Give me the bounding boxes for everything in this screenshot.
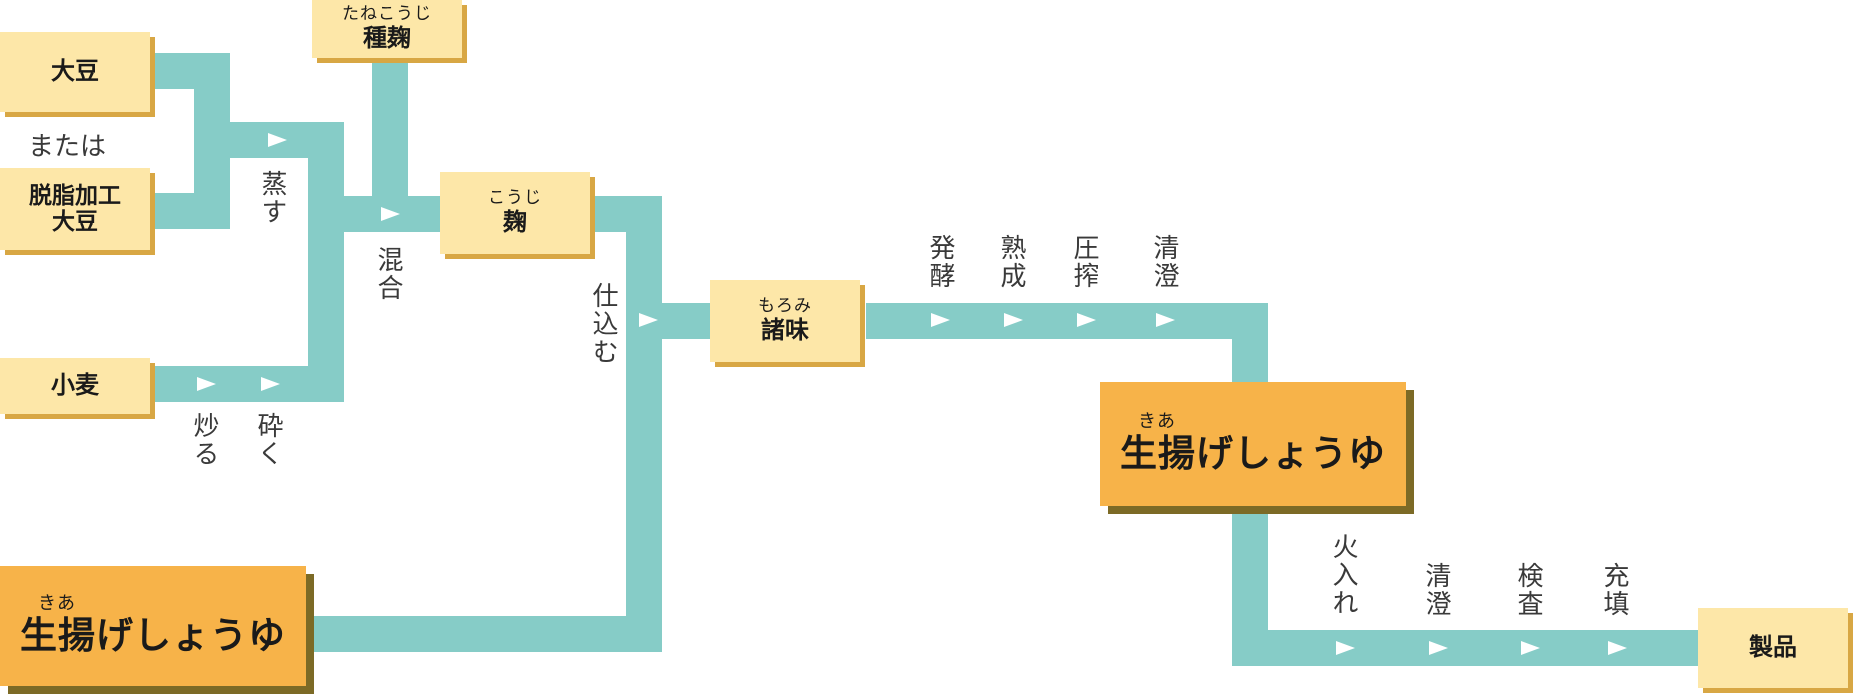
step-fill: 充填 — [1599, 562, 1629, 618]
seed-koji-label: 種麹 — [363, 23, 411, 52]
step-clarify-2: 清澄 — [1421, 562, 1451, 618]
pipe — [1232, 630, 1700, 666]
flow-arrow — [1521, 641, 1540, 655]
step-steam: 蒸す — [257, 170, 287, 226]
flow-arrow — [639, 313, 658, 327]
wheat-label: 小麦 — [51, 371, 99, 400]
step-mix: 混合 — [373, 246, 403, 302]
pipe — [310, 616, 662, 652]
flow-arrow — [1156, 313, 1175, 327]
product-box: 製品 — [1698, 608, 1848, 688]
step-mature: 熟成 — [996, 234, 1026, 290]
raw-soy-sauce-label: 生揚げしょうゆ — [1120, 432, 1386, 476]
flow-arrow — [381, 207, 400, 221]
pipe — [626, 196, 662, 652]
step-pasteurize: 火入れ — [1328, 533, 1358, 617]
defatted-soybean-label: 脱脂加工 大豆 — [29, 182, 121, 235]
flow-arrow — [1077, 313, 1096, 327]
step-crush: 砕く — [253, 412, 283, 468]
pipe — [372, 58, 408, 232]
pipe — [150, 193, 230, 229]
pipe — [626, 303, 710, 339]
seed-koji-ruby: たねこうじ — [342, 4, 432, 25]
defatted-soybean-box: 脱脂加工 大豆 — [0, 168, 150, 250]
soybean-label: 大豆 — [51, 57, 99, 86]
flow-arrow — [1004, 313, 1023, 327]
or-label: または — [28, 132, 107, 162]
pipe — [866, 303, 1268, 339]
koji-label: 麹 — [503, 207, 527, 236]
flow-arrow — [261, 377, 280, 391]
seed-koji-box: たねこうじ 種麹 — [312, 0, 462, 58]
step-inspect: 検査 — [1513, 562, 1543, 618]
flow-arrow — [197, 377, 216, 391]
raw-soy-sauce-ruby: きあ — [1138, 411, 1176, 433]
step-ferment: 発酵 — [925, 234, 955, 290]
moromi-label: 諸味 — [761, 315, 809, 344]
flow-arrow — [1429, 641, 1448, 655]
raw-soy-sauce-box: きあ 生揚げしょうゆ — [1100, 382, 1406, 506]
koji-ruby: こうじ — [488, 188, 542, 209]
wheat-box: 小麦 — [0, 358, 150, 414]
koji-box: こうじ 麹 — [440, 172, 590, 254]
raw-soy-sauce-input-label: 生揚げしょうゆ — [20, 614, 286, 658]
pipe — [150, 366, 344, 402]
step-brew: 仕込む — [588, 282, 618, 366]
pipe — [308, 122, 344, 402]
flow-arrow — [1336, 641, 1355, 655]
step-clarify-1: 清澄 — [1149, 234, 1179, 290]
step-press: 圧搾 — [1069, 234, 1099, 290]
product-label: 製品 — [1749, 633, 1797, 662]
moromi-ruby: もろみ — [758, 296, 812, 317]
soybean-box: 大豆 — [0, 32, 150, 112]
moromi-box: もろみ 諸味 — [710, 280, 860, 362]
step-roast: 炒る — [189, 412, 219, 468]
flow-arrow — [931, 313, 950, 327]
raw-soy-sauce-input-ruby: きあ — [38, 593, 76, 615]
raw-soy-sauce-input-box: きあ 生揚げしょうゆ — [0, 566, 306, 686]
flow-arrow — [268, 133, 287, 147]
flow-arrow — [1608, 641, 1627, 655]
pipe — [1232, 303, 1268, 383]
